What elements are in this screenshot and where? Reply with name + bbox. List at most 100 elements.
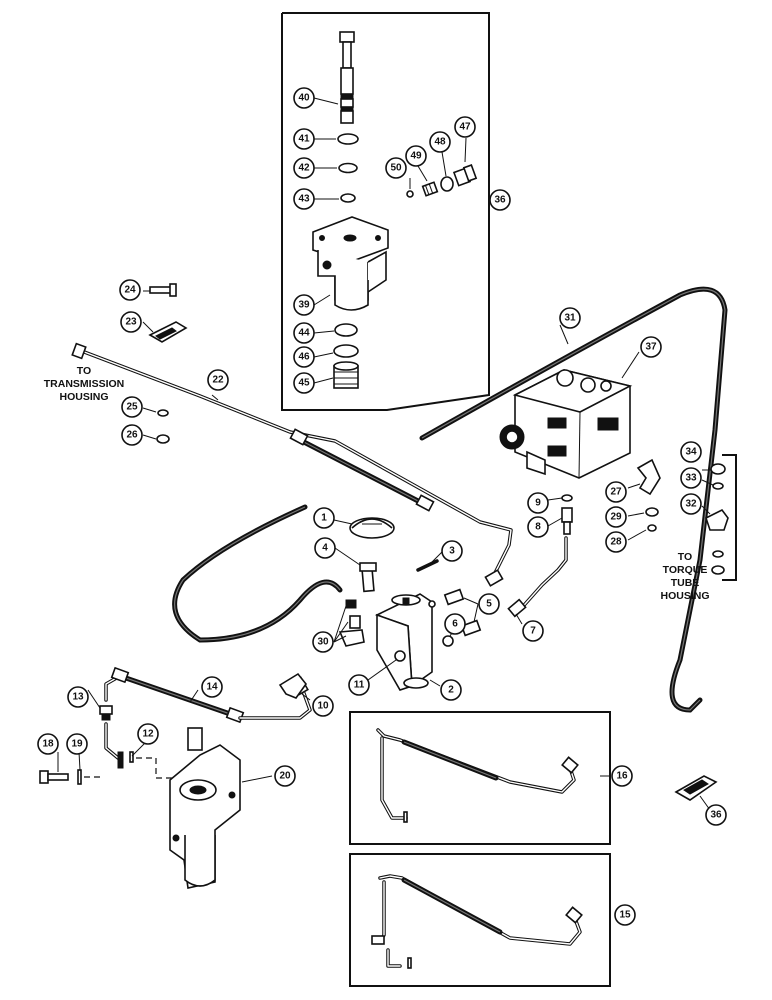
detail-16-group xyxy=(349,711,611,845)
callout-47: 47 xyxy=(454,116,476,138)
part-5-fittings xyxy=(443,588,482,637)
callout-31: 31 xyxy=(559,307,581,329)
svg-text:1: 1 xyxy=(321,513,327,524)
callout-29: 29 xyxy=(605,506,627,528)
part-18-bolt xyxy=(39,770,69,784)
valve-detail-group xyxy=(281,12,490,411)
callout-32: 32 xyxy=(680,493,702,515)
part-10-elbow xyxy=(278,672,308,699)
part-45-plug xyxy=(333,361,359,389)
callout-49: 49 xyxy=(405,145,427,167)
svg-text:32: 32 xyxy=(685,499,697,510)
callout-37: 37 xyxy=(640,336,662,358)
callout-9: 9 xyxy=(527,492,549,514)
part-1-cap xyxy=(349,517,395,539)
callout-27: 27 xyxy=(605,481,627,503)
callout-2: 2 xyxy=(440,679,462,701)
callout-18: 18 xyxy=(37,733,59,755)
callout-48: 48 xyxy=(429,131,451,153)
detail-15-box xyxy=(349,853,611,987)
part-11-oring xyxy=(394,650,406,662)
callout-50: 50 xyxy=(385,157,407,179)
fittings-bracket xyxy=(722,454,737,581)
callout-20: 20 xyxy=(274,765,296,787)
svg-text:18: 18 xyxy=(42,739,54,750)
part-50-ball xyxy=(406,190,414,198)
part-33-ring xyxy=(712,482,724,490)
svg-text:41: 41 xyxy=(298,134,310,145)
svg-text:31: 31 xyxy=(564,313,576,324)
svg-text:45: 45 xyxy=(298,378,310,389)
callout-36b: 36 xyxy=(705,804,727,826)
callout-42: 42 xyxy=(293,157,315,179)
callout-33: 33 xyxy=(680,467,702,489)
callout-8: 8 xyxy=(527,516,549,538)
part-49-spring xyxy=(421,181,439,197)
part-43-seal xyxy=(340,193,356,203)
part-19-washer xyxy=(77,769,82,785)
callout-26: 26 xyxy=(121,424,143,446)
part-3-pin xyxy=(416,559,439,572)
detail-16-box xyxy=(349,711,611,845)
callout-4: 4 xyxy=(314,537,336,559)
svg-text:25: 25 xyxy=(126,402,138,413)
part-13-fitting xyxy=(99,705,120,760)
part-30-fittings xyxy=(338,599,365,647)
callout-11: 11 xyxy=(348,674,370,696)
part-47-plug xyxy=(452,164,478,187)
callout-30: 30 xyxy=(312,631,334,653)
part-12-pin xyxy=(117,751,134,769)
svg-text:26: 26 xyxy=(126,430,138,441)
svg-text:6: 6 xyxy=(452,619,458,630)
part-2-pump xyxy=(374,593,433,691)
svg-text:14: 14 xyxy=(206,682,218,693)
svg-text:30: 30 xyxy=(317,637,329,648)
callout-15: 15 xyxy=(614,904,636,926)
part-32-fitting xyxy=(705,508,729,531)
part-7-tube xyxy=(507,536,568,618)
callout-12: 12 xyxy=(137,723,159,745)
part-40-shaft xyxy=(339,31,355,124)
svg-text:46: 46 xyxy=(298,352,310,363)
svg-text:2: 2 xyxy=(448,685,454,696)
svg-text:15: 15 xyxy=(619,910,631,921)
part-8-fitting xyxy=(561,507,573,535)
callout-24: 24 xyxy=(119,279,141,301)
svg-text:22: 22 xyxy=(212,375,224,386)
part-24-bolt xyxy=(149,283,177,297)
svg-text:28: 28 xyxy=(610,537,622,548)
part-26-nut xyxy=(156,434,170,444)
part-9-oring xyxy=(561,494,573,502)
svg-text:36: 36 xyxy=(710,810,722,821)
svg-text:4: 4 xyxy=(322,543,328,554)
part-29-nut xyxy=(645,507,659,517)
part-20-housing xyxy=(169,727,241,889)
part-22-tube xyxy=(71,342,513,587)
callout-34: 34 xyxy=(680,441,702,463)
callout-16: 16 xyxy=(611,765,633,787)
callout-7: 7 xyxy=(522,620,544,642)
label-to-transmission-housing: TO TRANSMISSION HOUSING xyxy=(44,365,125,403)
svg-text:TUBE: TUBE xyxy=(671,577,700,589)
callout-6: 6 xyxy=(444,613,466,635)
svg-text:48: 48 xyxy=(434,137,446,148)
callout-5: 5 xyxy=(478,593,500,615)
part-36-bracket xyxy=(674,775,718,801)
part-48-washer xyxy=(440,176,454,192)
callout-13: 13 xyxy=(67,686,89,708)
svg-text:40: 40 xyxy=(298,93,310,104)
svg-text:19: 19 xyxy=(71,739,83,750)
svg-text:29: 29 xyxy=(610,512,622,523)
svg-text:7: 7 xyxy=(530,626,536,637)
svg-text:TRANSMISSION: TRANSMISSION xyxy=(44,378,125,390)
svg-text:20: 20 xyxy=(279,771,291,782)
connector-dash xyxy=(136,757,180,779)
svg-text:3: 3 xyxy=(449,546,455,557)
part-41-seal xyxy=(337,133,359,145)
callout-10: 10 xyxy=(312,695,334,717)
part-42-seal xyxy=(338,162,358,174)
callout-25: 25 xyxy=(121,396,143,418)
callout-46: 46 xyxy=(293,346,315,368)
svg-text:42: 42 xyxy=(298,163,310,174)
